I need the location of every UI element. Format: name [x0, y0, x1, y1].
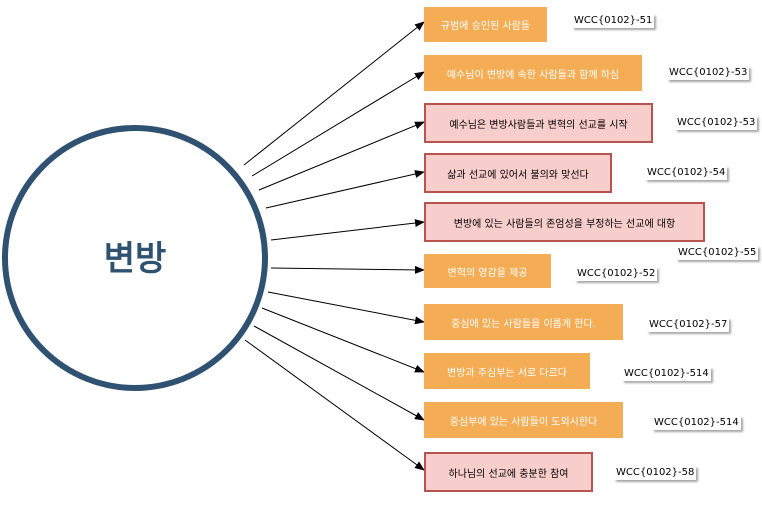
concept-node: 변혁의 영감을 제공	[424, 254, 551, 288]
reference-label: WCC{0102}-514	[622, 367, 711, 381]
reference-label: WCC{0102}-53	[675, 116, 758, 130]
concept-node: 변방에 있는 사람들의 존엄성을 부정하는 선교에 대항	[424, 202, 705, 242]
arrow-group	[243, 21, 425, 471]
connector-arrow	[270, 265, 425, 274]
concept-node: 삶과 선교에 있어서 불의와 맞선다	[424, 153, 612, 193]
reference-label: WCC{0102}-57	[647, 318, 730, 332]
connector-arrow	[251, 71, 425, 177]
connector-arrow	[253, 325, 425, 421]
connector-arrow	[261, 307, 425, 373]
concept-node: 중심부에 있는 사람들이 도외시한다	[424, 402, 623, 438]
concept-node: 하나님의 선교에 충분한 참여	[424, 452, 593, 492]
concept-node: 규범에 승인된 사람들	[424, 7, 547, 42]
connector-arrow	[243, 21, 425, 166]
connector-arrow	[265, 170, 425, 209]
center-circle	[2, 125, 268, 391]
connector-arrow	[270, 219, 425, 241]
connector-arrow	[244, 339, 425, 471]
concept-node: 변방과 주심부는 서로 다르다	[424, 353, 590, 389]
reference-label: WCC{0102}-54	[645, 166, 728, 180]
reference-label: WCC{0102}-514	[652, 416, 741, 430]
reference-label: WCC{0102}-52	[575, 267, 658, 281]
reference-label: WCC{0102}-51	[572, 14, 655, 28]
reference-label: WCC{0102}-55	[676, 246, 759, 260]
connector-arrow	[267, 291, 425, 325]
connector-arrow	[258, 121, 425, 191]
concept-node: 예수님이 변방에 속한 사람들과 함께 하심	[424, 55, 642, 91]
concept-node: 예수님은 변방사람들과 변혁의 선교를 시작	[424, 103, 653, 143]
concept-node: 중심에 있는 사람들을 이롭게 한다.	[424, 304, 623, 340]
center-label: 변방	[104, 239, 167, 279]
reference-label: WCC{0102}-58	[614, 466, 697, 480]
reference-label: WCC{0102}-53	[667, 66, 750, 80]
